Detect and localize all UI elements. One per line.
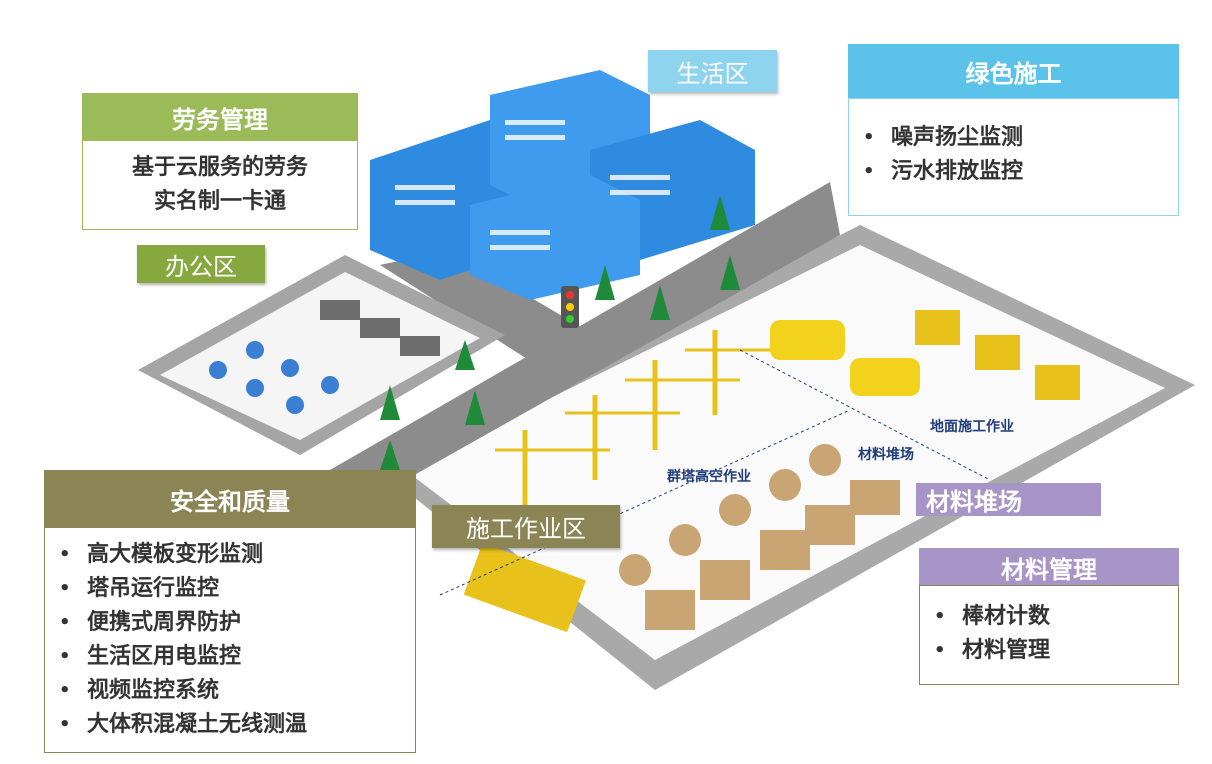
office-workers: [209, 341, 339, 414]
scene-label-material-yard: 材料堆场: [858, 447, 914, 463]
safety-item: 塔吊运行监控: [45, 572, 415, 606]
zone-dividers: [439, 349, 991, 596]
safety-item: 生活区用电监控: [45, 640, 415, 674]
living-buildings: [370, 70, 755, 300]
scene-label-tower-work: 群塔高空作业: [667, 469, 751, 485]
zone-label-construction: 施工作业区: [432, 505, 620, 548]
labor-management-body: 基于云服务的劳务 实名制一卡通: [82, 140, 358, 230]
safety-quality-body: 高大模板变形监测 塔吊运行监控 便携式周界防护 生活区用电监控 视频监控系统 大…: [44, 527, 416, 753]
green-item: 噪声扬尘监测: [849, 121, 1178, 155]
safety-item: 高大模板变形监测: [45, 538, 415, 572]
material-item: 材料管理: [920, 634, 1178, 668]
zone-label-living: 生活区: [648, 50, 777, 92]
site-gate: [463, 542, 586, 633]
trees: [380, 195, 740, 470]
labor-desc-line: 基于云服务的劳务: [131, 155, 308, 180]
scene-label-ground-work: 地面施工作业: [930, 419, 1014, 435]
labor-management-header: 劳务管理: [82, 93, 358, 141]
material-management-header: 材料管理: [919, 548, 1179, 586]
office-floor: [160, 272, 480, 440]
green-item: 污水排放监控: [849, 155, 1178, 189]
material-item: 棒材计数: [920, 600, 1178, 634]
road-branch: [380, 250, 620, 380]
labor-desc-line: 实名制一卡通: [153, 189, 286, 214]
material-management-body: 棒材计数 材料管理: [919, 585, 1179, 685]
office-computers: [320, 300, 440, 356]
safety-item: 大体积混凝土无线测温: [45, 708, 415, 742]
zone-label-office: 办公区: [137, 245, 265, 283]
green-construction-body: 噪声扬尘监测 污水排放监控: [848, 98, 1179, 216]
zone-label-material-yard: 材料堆场: [916, 483, 1101, 516]
safety-item: 视频监控系统: [45, 674, 415, 708]
mixer-trucks: [770, 320, 920, 396]
safety-quality-header: 安全和质量: [44, 470, 416, 528]
safety-item: 便携式周界防护: [45, 606, 415, 640]
green-construction-header: 绿色施工: [848, 44, 1179, 99]
excavators: [915, 310, 1080, 400]
material-piles: [619, 444, 900, 630]
